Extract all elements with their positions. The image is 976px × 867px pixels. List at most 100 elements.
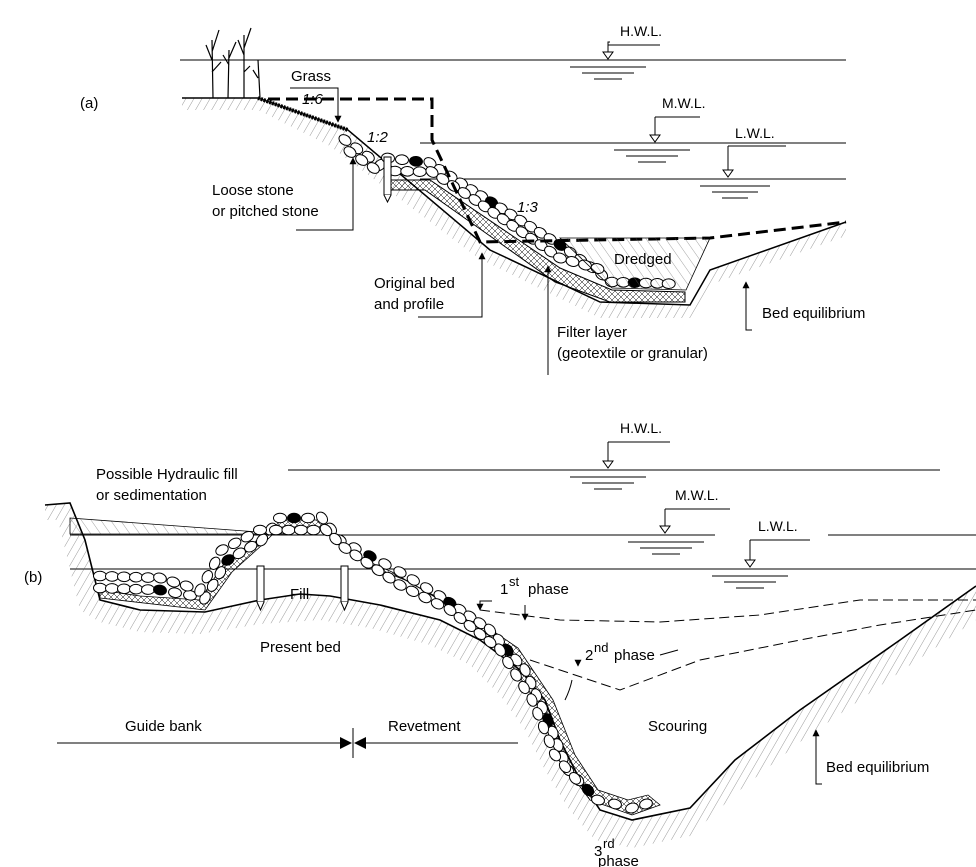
stone (568, 771, 582, 785)
stone (253, 524, 267, 536)
sheet-pile-a (383, 156, 392, 204)
stone (215, 544, 229, 556)
stone (255, 533, 269, 547)
hydraulic-fill-label-2: or sedimentation (96, 487, 207, 504)
stone (406, 574, 420, 586)
stone (558, 760, 572, 774)
stone (543, 734, 555, 749)
dredged-label: Dredged (614, 251, 672, 268)
hwl-a: H.W.L. (180, 23, 846, 80)
sheet-pile-b-right (340, 565, 349, 612)
stone (405, 585, 420, 597)
original-bed-label-2: and profile (374, 296, 444, 313)
stone (393, 566, 407, 578)
stone (518, 680, 530, 695)
mwl-a-label: M.W.L. (662, 95, 706, 111)
svg-text:phase: phase (614, 647, 655, 664)
guide-bank-revetment-divider (57, 728, 518, 758)
mwl-b: M.W.L. (70, 487, 730, 555)
phase-1-line (479, 599, 976, 623)
panel-b-label: (b) (24, 569, 42, 586)
stone (343, 146, 357, 158)
stone (526, 693, 538, 707)
slope-1-3-label: 1:3 (517, 199, 539, 216)
phase-2-line (529, 609, 976, 691)
stone (273, 512, 287, 524)
stone (338, 134, 352, 146)
stone (93, 582, 107, 594)
sheet-pile-b-left (256, 565, 265, 612)
guide-bank-label: Guide bank (125, 718, 202, 735)
stone (537, 720, 550, 735)
svg-text:st: st (509, 574, 520, 589)
stone (129, 571, 143, 583)
stone (366, 162, 380, 174)
panel-a: (a) H.W.L. M.W.L. (80, 23, 865, 375)
hydraulic-fill-label-1: Possible Hydraulic fill (96, 466, 238, 483)
stone (105, 571, 119, 582)
lwl-b-label: L.W.L. (758, 518, 798, 534)
stone (141, 584, 155, 595)
panel-b: (b) H.W.L. M.W.L. L.W.L. (24, 420, 976, 867)
bed-equilibrium-b-label: Bed equilibrium (826, 759, 929, 776)
slope-1-2-label: 1:2 (367, 129, 389, 146)
phase-2-label: 2 nd phase (564, 640, 679, 701)
hwl-a-label: H.W.L. (620, 23, 662, 39)
phase-1-label: 1 st phase (476, 574, 569, 621)
svg-text:2: 2 (585, 647, 593, 664)
stone (214, 566, 227, 580)
stone (418, 591, 432, 604)
stone (294, 524, 308, 536)
stone (494, 643, 506, 657)
panel-a-label: (a) (80, 95, 98, 112)
stone (141, 572, 155, 583)
stone (393, 579, 407, 591)
stone (532, 707, 544, 721)
stone (409, 155, 423, 167)
filter-label-1: Filter layer (557, 324, 627, 341)
revetment-label: Revetment (388, 718, 461, 735)
mwl-b-label: M.W.L. (675, 487, 719, 503)
stone (269, 524, 283, 536)
present-bed-label: Present bed (260, 639, 341, 656)
grass-label: Grass (291, 68, 331, 85)
stone-layer-b (93, 511, 653, 814)
dredged-area (559, 237, 711, 291)
stone (208, 556, 221, 570)
stone (168, 587, 182, 599)
stone (510, 668, 522, 682)
stone (179, 580, 194, 592)
svg-text:nd: nd (594, 640, 608, 655)
stone (287, 512, 301, 524)
filter-label-2: (geotextile or granular) (557, 345, 708, 362)
stone (306, 524, 321, 536)
lwl-a: L.W.L. (420, 125, 846, 199)
original-bed-label-1: Original bed (374, 275, 455, 292)
stone (625, 802, 639, 814)
stone (117, 571, 131, 583)
stone (430, 598, 445, 610)
stone (281, 524, 296, 536)
slope-1-6-label: 1:6 (302, 91, 324, 108)
mwl-a: M.W.L. (420, 95, 846, 163)
stone (153, 584, 167, 596)
stone (395, 154, 409, 166)
stone (228, 537, 242, 550)
stone (117, 583, 131, 595)
svg-text:3: 3 (594, 843, 602, 860)
lwl-a-label: L.W.L. (735, 125, 775, 141)
stone (315, 511, 329, 525)
hwl-b-label: H.W.L. (620, 420, 662, 436)
phase-3-label: 3 rd phase (594, 836, 639, 867)
stone (206, 578, 219, 592)
stone (355, 154, 369, 166)
stone (105, 583, 119, 594)
scouring-label: Scouring (648, 718, 707, 735)
stone (93, 570, 107, 582)
stone (400, 165, 415, 177)
svg-text:1: 1 (500, 581, 508, 598)
stone (240, 530, 254, 543)
bed-equilibrium-a-label: Bed equilibrium (762, 305, 865, 322)
trees (205, 27, 261, 99)
